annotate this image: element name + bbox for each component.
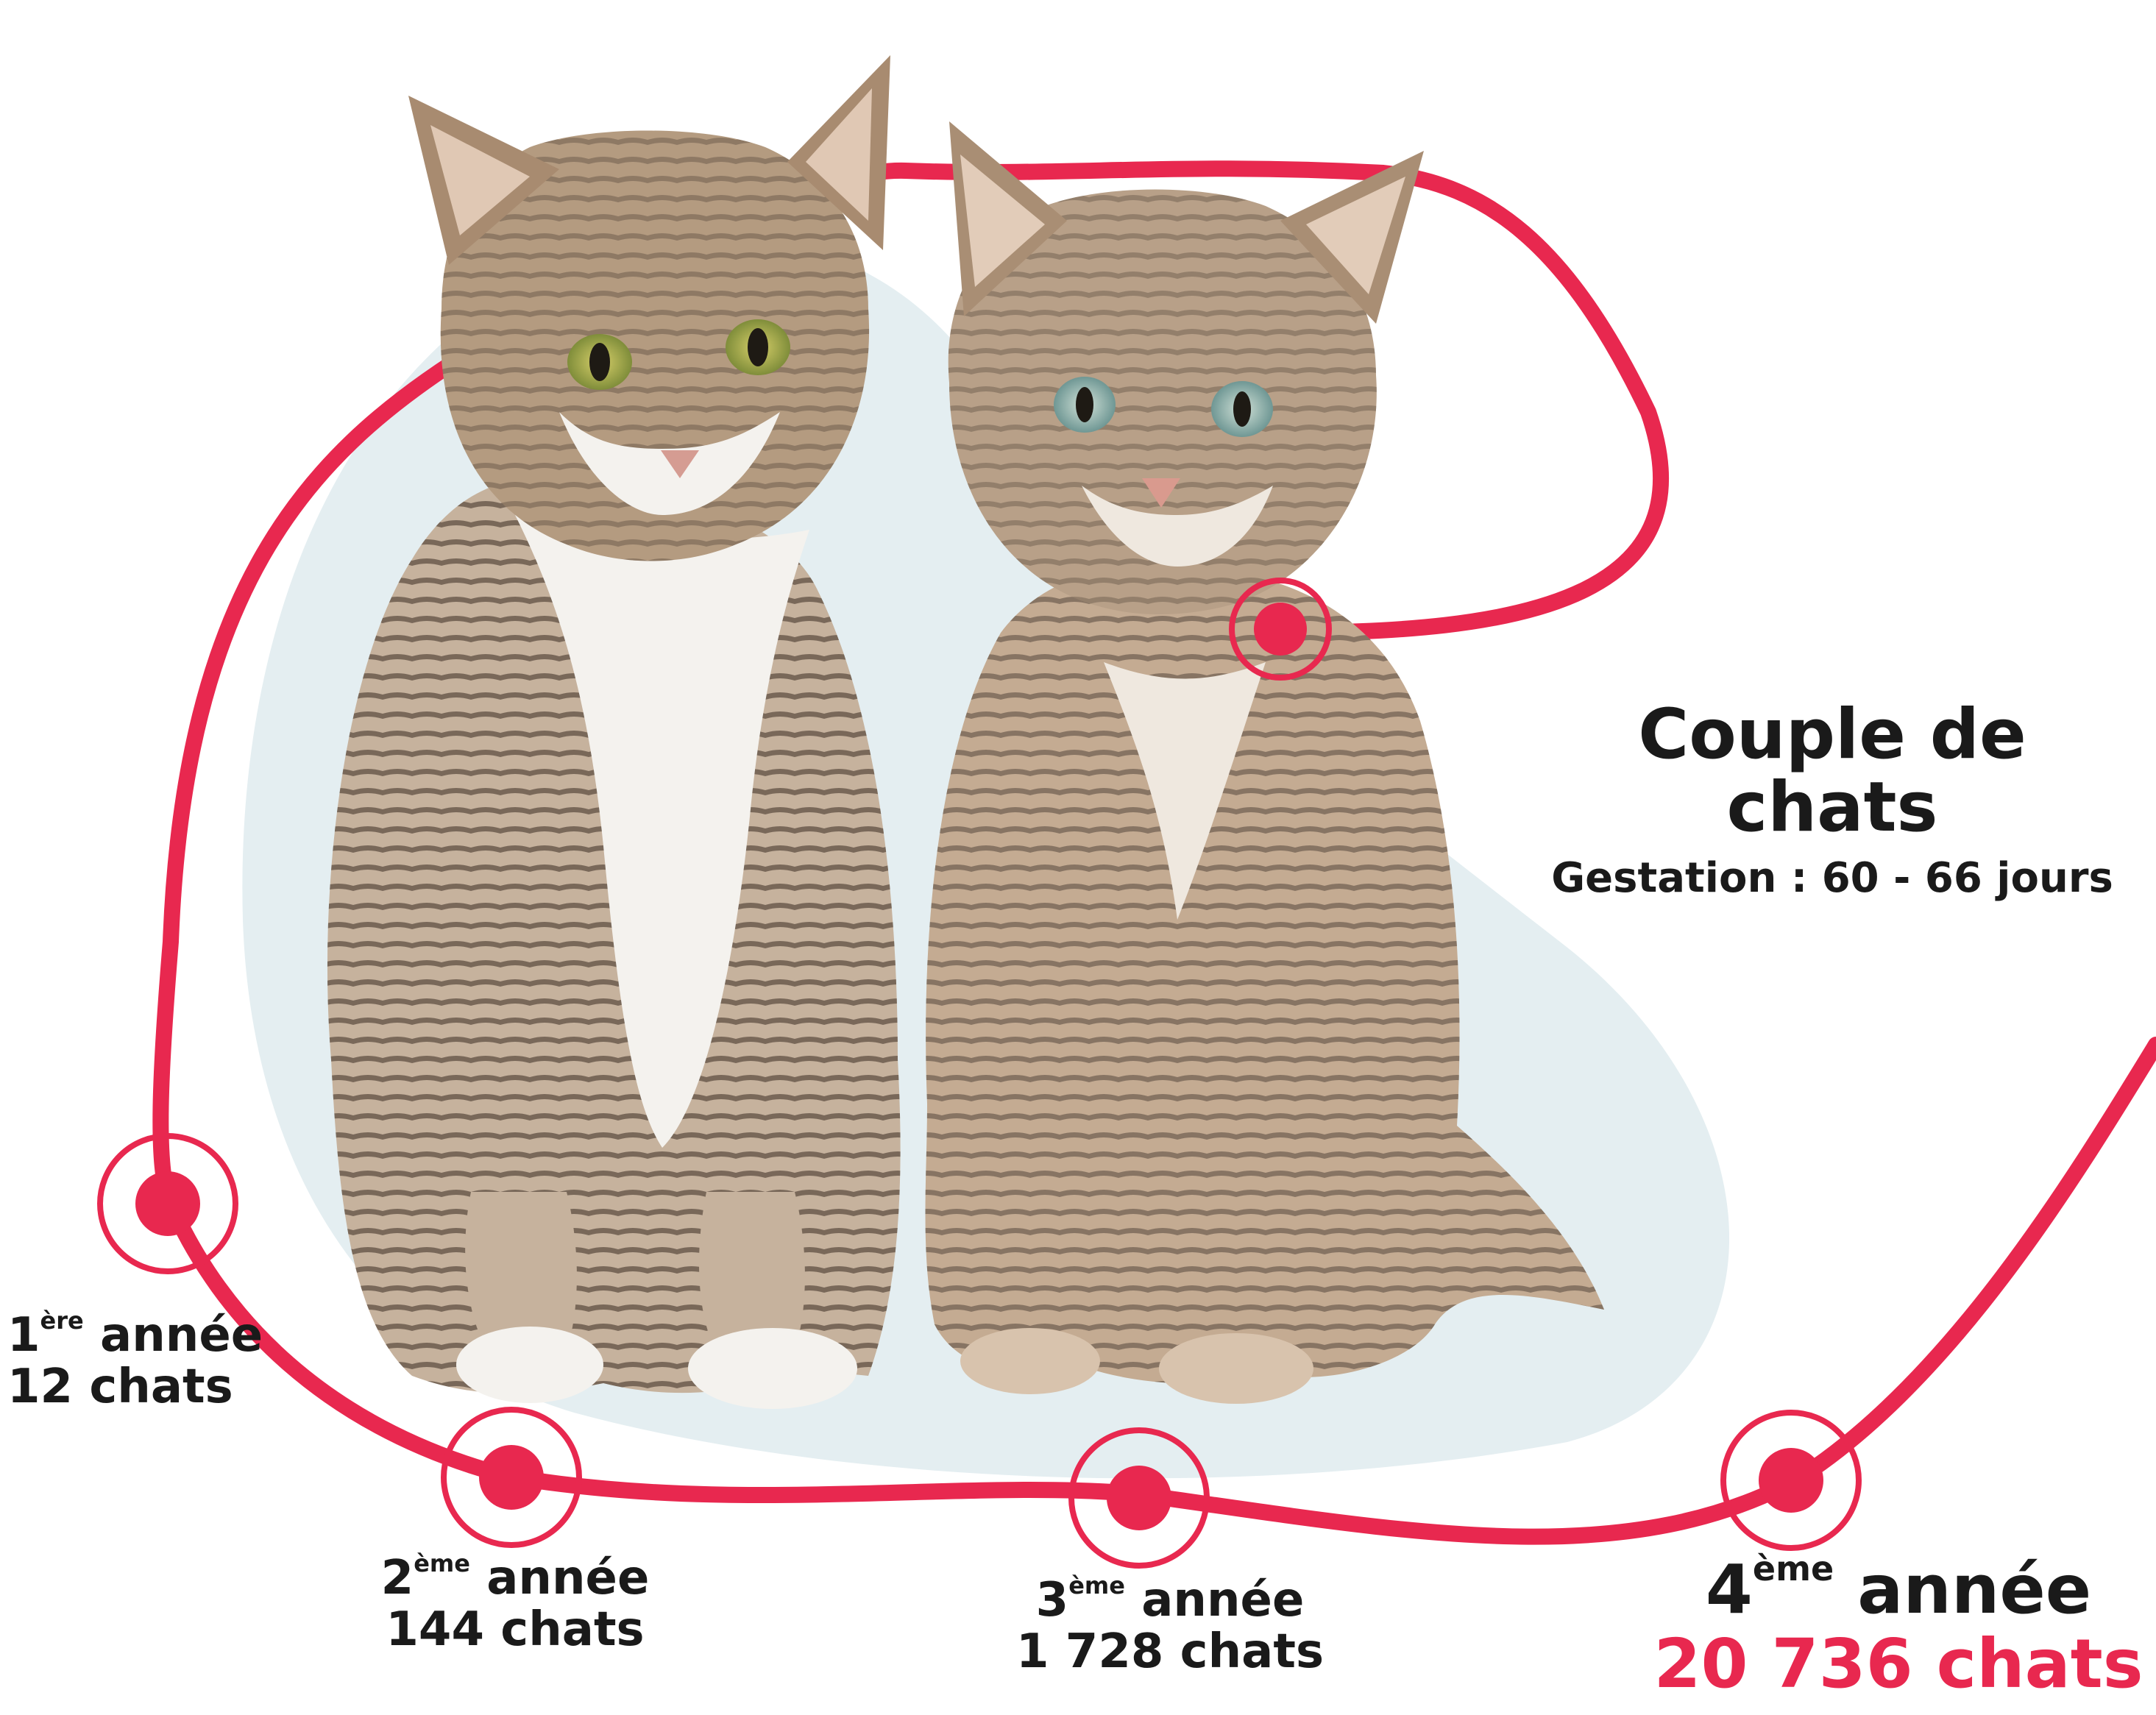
title-block: Couple de chats Gestation : 60 - 66 jour… [1531, 695, 2134, 903]
kitten-left-icon [327, 55, 901, 1409]
milestone-count: 144 chats [386, 1602, 645, 1658]
marker-year-3 [1068, 1427, 1210, 1569]
marker-year-4 [1720, 1410, 1862, 1551]
diagram-title: Couple de chats [1638, 695, 2026, 848]
milestone-count-highlight: 20 736 chats [1653, 1625, 2143, 1704]
gestation-subtitle: Gestation : 60 - 66 jours [1551, 854, 2113, 903]
marker-year-1 [97, 1133, 238, 1274]
milestone-year-line: 3ème année [1035, 1571, 1305, 1627]
milestone-label-year-2: 2ème année 144 chats [361, 1549, 670, 1658]
milestone-count: 1 728 chats [1015, 1625, 1325, 1680]
milestone-label-year-1: 1ère année 12 chats [7, 1306, 263, 1415]
marker-year-2 [441, 1407, 582, 1548]
milestone-label-year-3: 3ème année 1 728 chats [986, 1571, 1354, 1680]
milestone-year-line: 1ère année [7, 1306, 263, 1363]
milestone-label-year-4: 4ème année 20 736 chats [1648, 1549, 2149, 1704]
marker-start [1229, 578, 1332, 681]
kitten-right-icon [925, 121, 1604, 1404]
milestone-year-line: 4ème année [1705, 1549, 2092, 1629]
milestone-year-line: 2ème année [380, 1549, 650, 1605]
milestone-count: 12 chats [7, 1360, 233, 1415]
growth-path [152, 160, 2156, 1545]
